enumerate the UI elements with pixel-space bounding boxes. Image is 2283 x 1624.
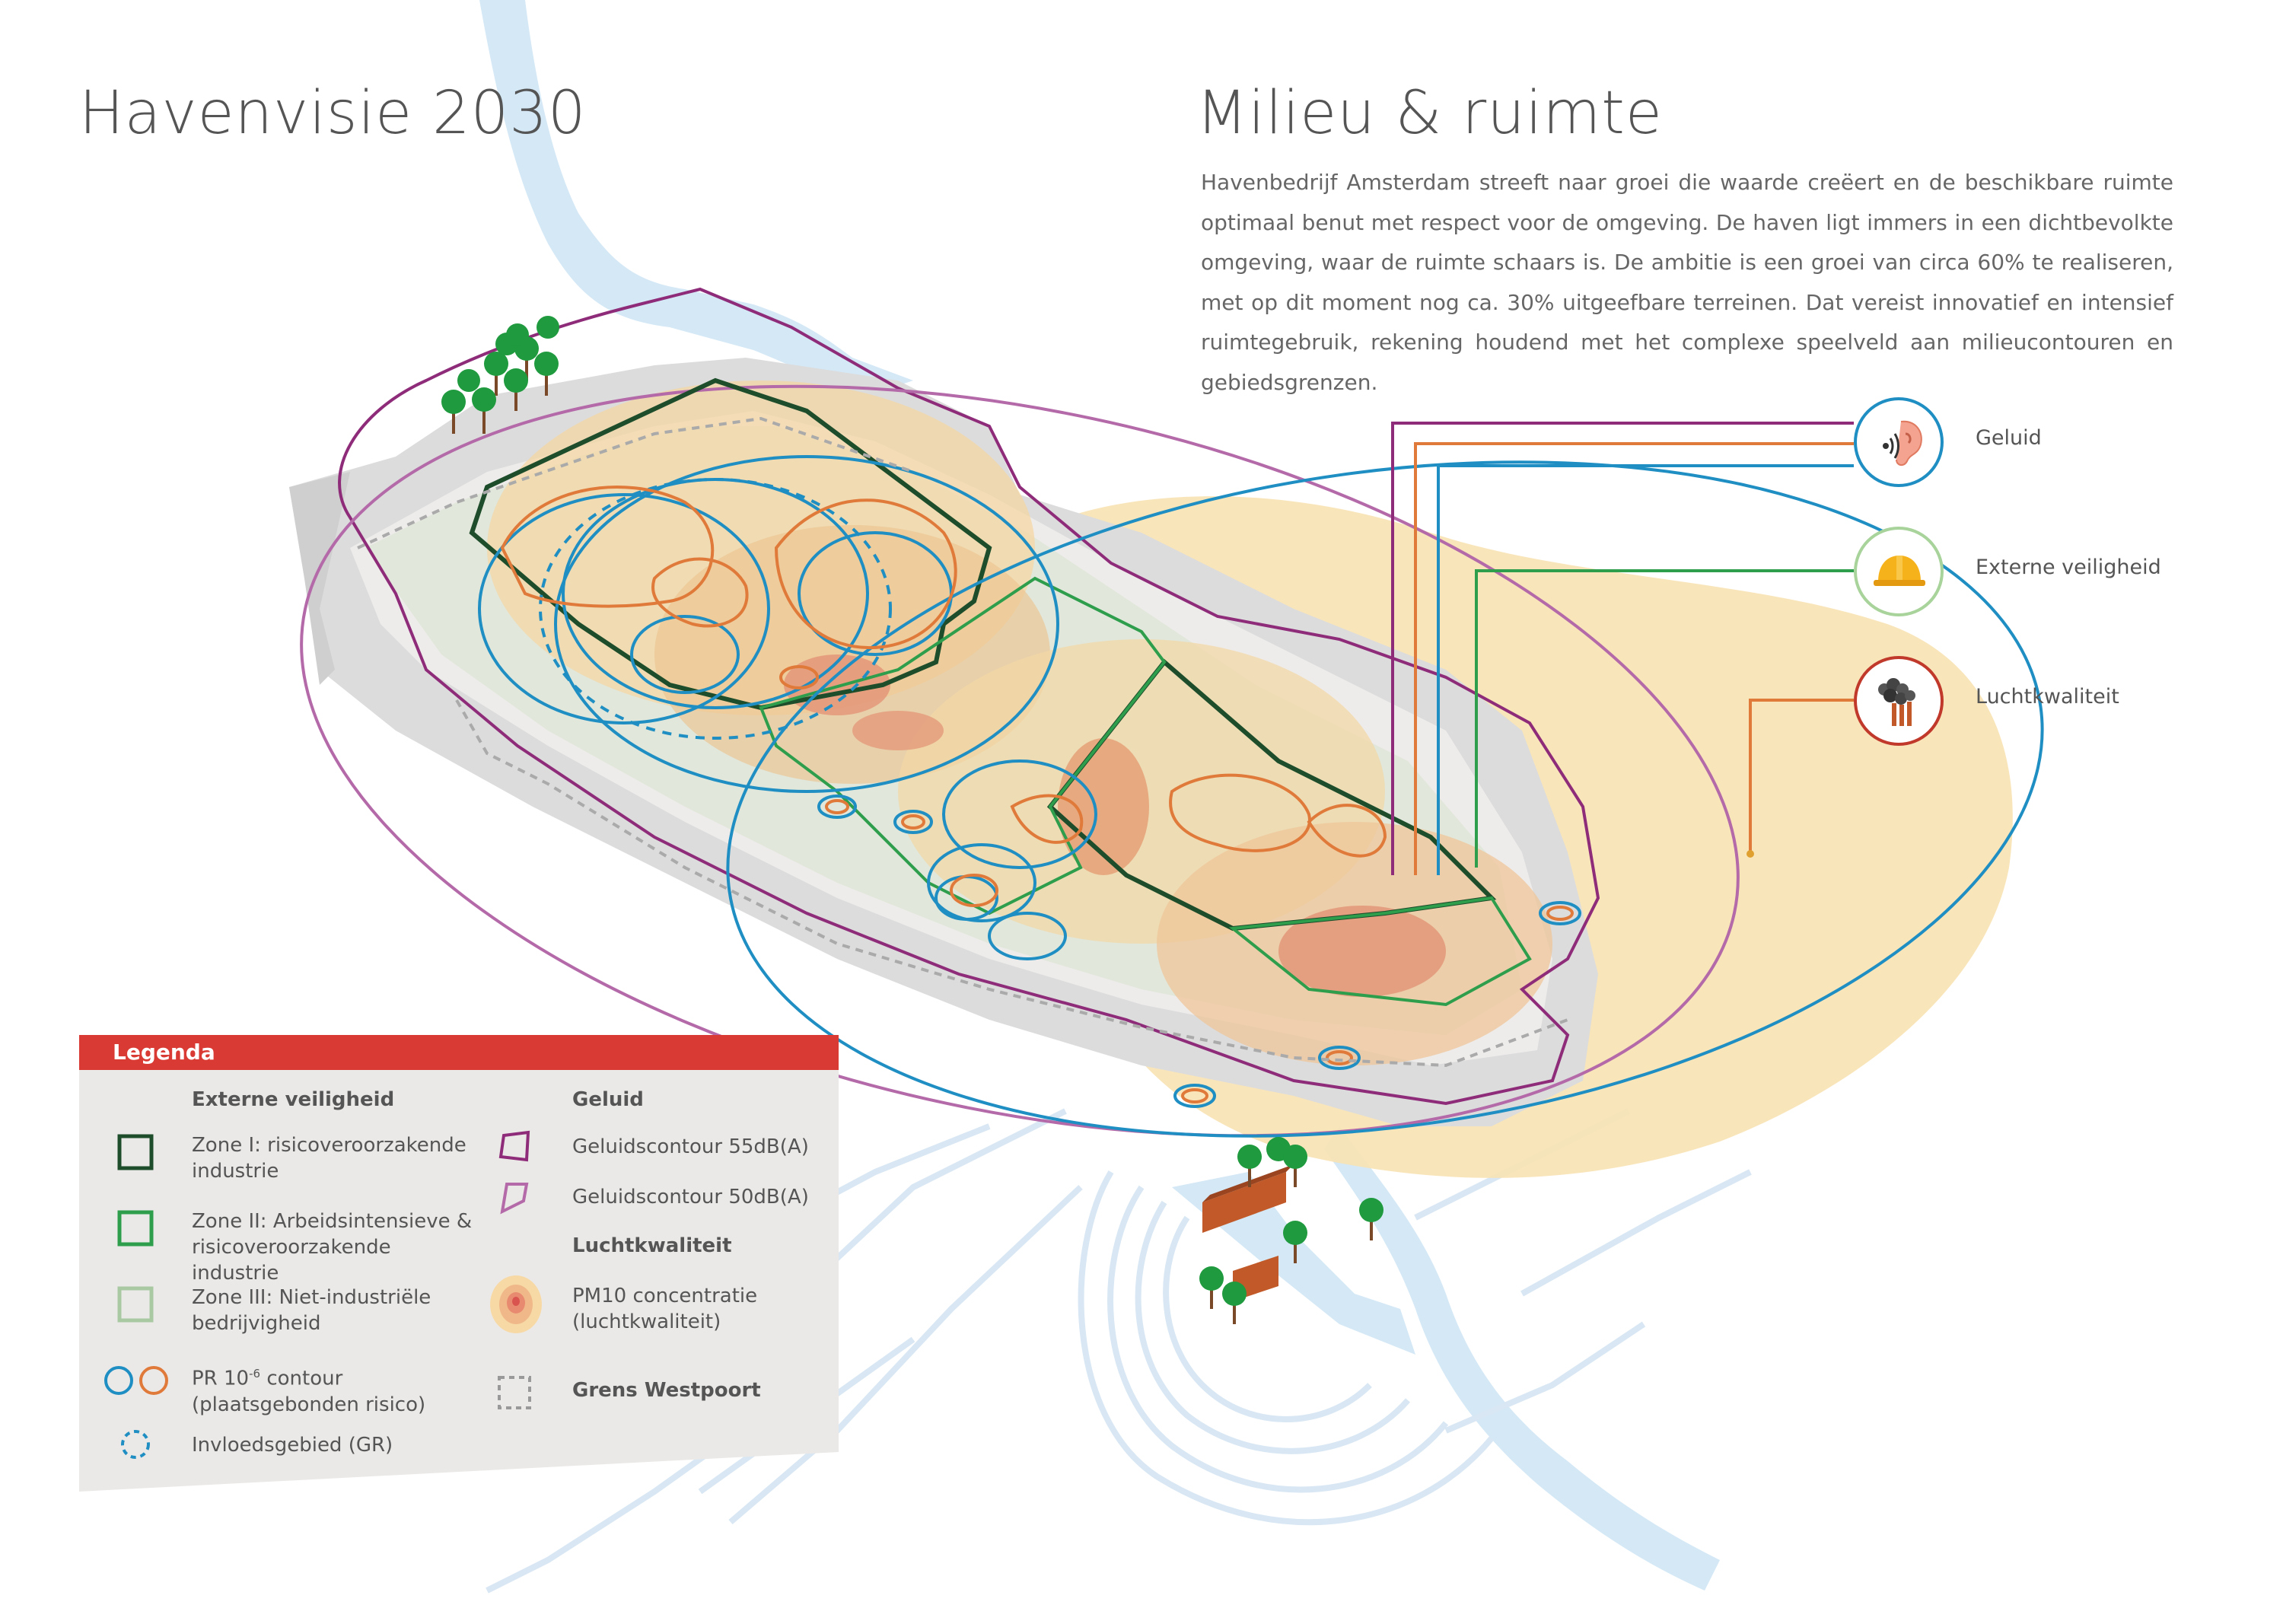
factory-smoke-icon [1878,678,1915,726]
legend-heading-luchtkwaliteit: Luchtkwaliteit [572,1234,732,1257]
ear-sound-icon [1883,420,1922,466]
invloedsgebied-contour [539,478,892,740]
pr-contours-blue [478,455,2044,1138]
theme-label-externe-veiligheid: Externe veiligheid [1976,556,2161,579]
hard-hat-icon [1874,556,1925,586]
legend-panel: Legenda Externe veiligheid Zone I: risic… [79,1035,839,1492]
pr-exponent: -6 [249,1367,261,1380]
legend-zone3: Zone III: Niet-industriële bedrijvigheid [192,1286,431,1335]
theme-connectors [1391,422,1854,875]
zone1-swatch [117,1134,154,1170]
pm10-sublabel: (luchtkwaliteit) [572,1310,721,1333]
port-shadow-left [289,472,350,685]
intro-paragraph: Havenbedrijf Amsterdam streeft naar groe… [1201,170,2173,395]
zone2-outline-east [1228,896,1532,1007]
page-title-left: Havenvisie 2030 [79,79,587,148]
river-ij [1324,1126,1720,1591]
zone3-swatch [117,1286,154,1323]
zone1-outline [469,377,992,711]
noise-contour-55 [338,287,1600,1106]
legend-invloedsgebied: Invloedsgebied (GR) [192,1434,393,1457]
city-buildings [1199,1137,1383,1324]
legend-heading-externe-veiligheid: Externe veiligheid [192,1088,395,1111]
pr-contour-large [726,460,2044,1138]
legend-zone2: Zone II: Arbeidsintensieve & risicoveroo… [192,1210,473,1285]
pr-contours-orange [500,486,1574,1103]
noise-contour-50 [300,384,1740,1138]
invloedsgebied-swatch [121,1430,150,1459]
pr-label: PR 10 [192,1367,250,1390]
pm10-label: PM10 concentratie [572,1285,758,1307]
theme-label-geluid: Geluid [1976,426,2042,450]
legend-grens-westpoort: Grens Westpoort [572,1379,761,1402]
pr-sublabel: (plaatsgebonden risico) [192,1393,426,1416]
externe-veiligheid-badge [1854,527,1944,616]
noise-55-swatch [498,1130,530,1162]
legend-header: Legenda [79,1035,839,1070]
zone2-outline [759,576,1167,915]
legend-zone1: Zone I: risicoveroorzakende industrie [192,1134,466,1183]
noise-50-swatch [500,1183,529,1215]
legend-geluid-55: Geluidscontour 55dB(A) [572,1135,809,1158]
legend-pr-contour: PR 10-6 contour (plaatsgebonden risico) [192,1361,481,1418]
luchtkwaliteit-badge [1854,656,1944,746]
theme-label-luchtkwaliteit: Luchtkwaliteit [1976,685,2119,709]
river-north [479,0,913,396]
page-title-right: Milieu & ruimte [1196,79,1663,148]
pm10-swatch [490,1275,542,1333]
pr-label-rest: contour [260,1367,343,1390]
geluid-badge [1854,397,1944,487]
legend-title: Legenda [113,1040,215,1065]
legend-background [79,1035,839,1492]
legend-heading-geluid: Geluid [572,1088,644,1111]
zone2-swatch [117,1210,154,1247]
trees-north [441,316,559,434]
legend-geluid-50: Geluidscontour 50dB(A) [572,1186,809,1208]
legend-pm10: PM10 concentratie (luchtkwaliteit) [572,1283,831,1335]
grens-westpoort-swatch [498,1376,531,1409]
pr-contour-swatch [104,1366,168,1395]
grens-westpoort [357,416,1568,1068]
